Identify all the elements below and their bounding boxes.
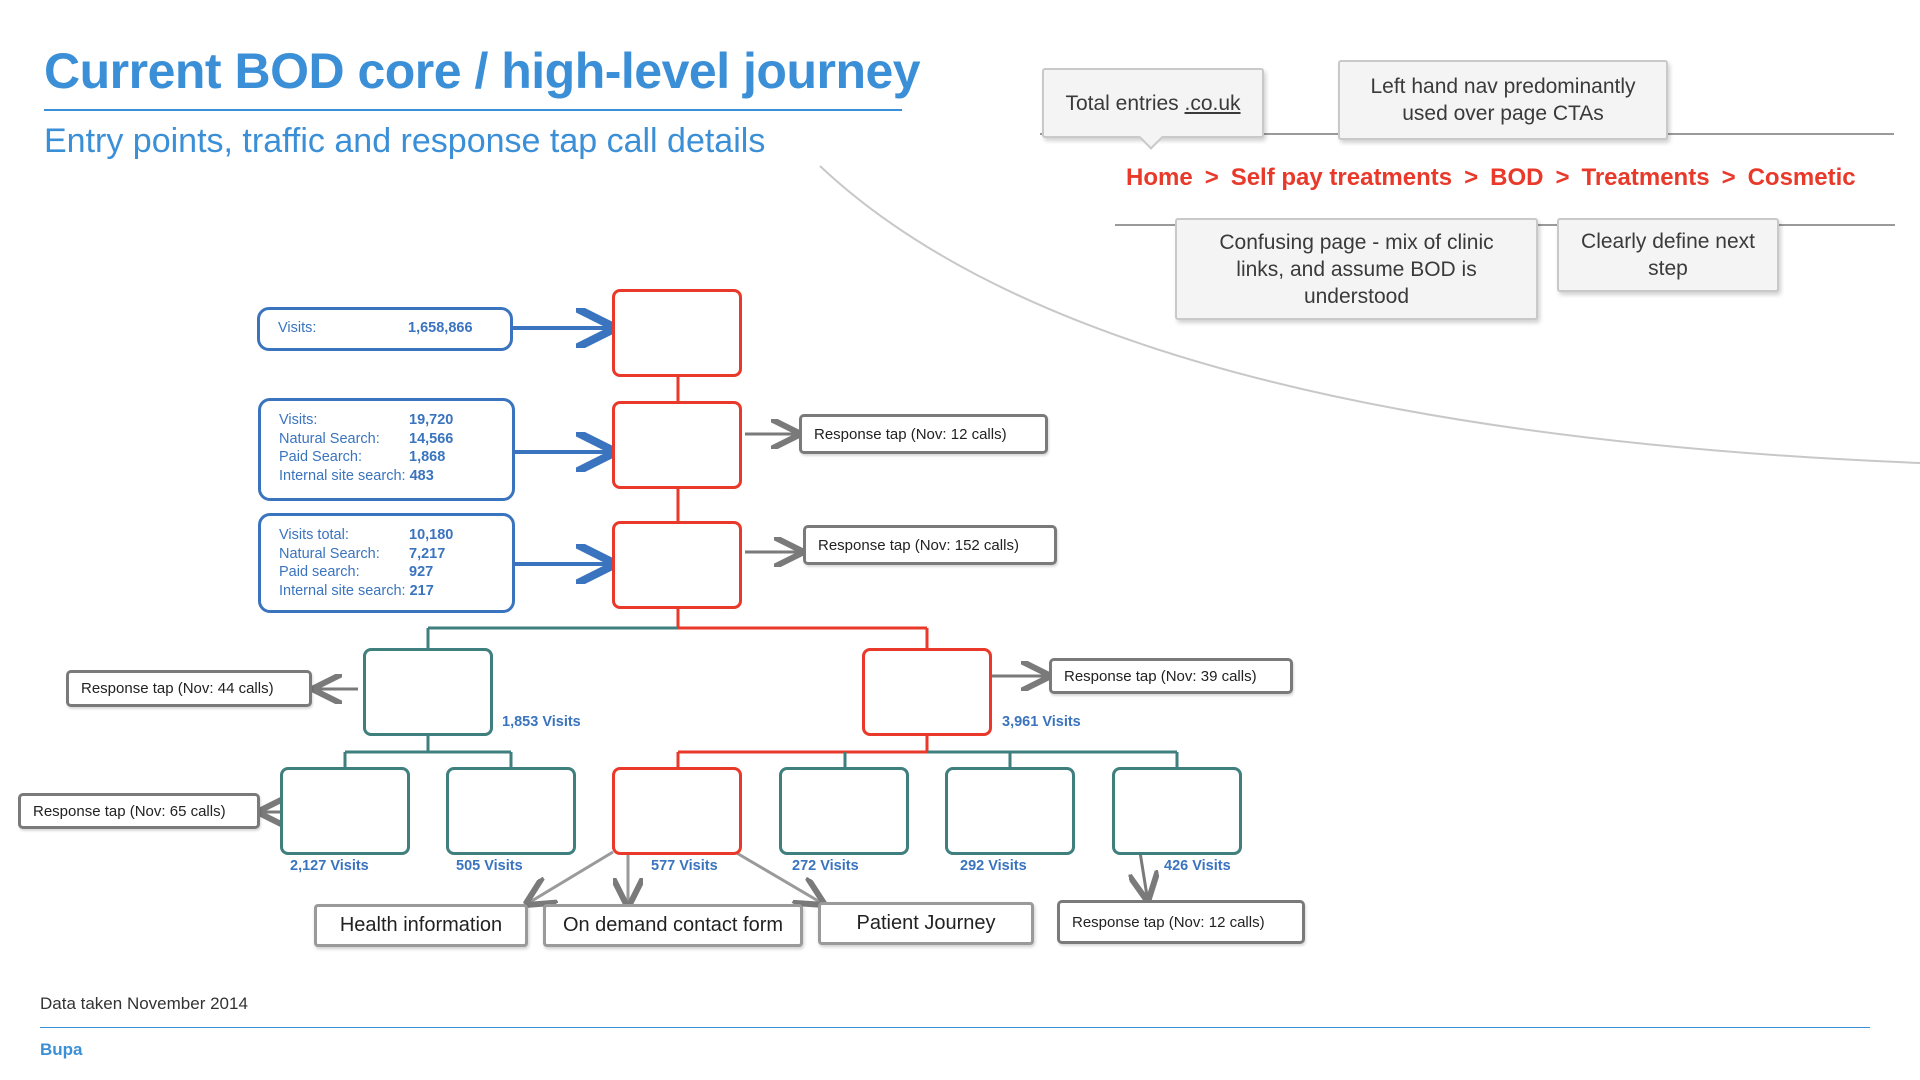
visits-leaf-6: 426 Visits (1164, 858, 1231, 874)
footer-rule (40, 1027, 1870, 1028)
breadcrumb-separator: > (1464, 164, 1479, 191)
breadcrumb: Home > Self pay treatments > BOD > Treatments >… (1126, 164, 1886, 192)
visits-leaf-5: 292 Visits (960, 858, 1027, 874)
visits-left-branch: 1,853 Visits (502, 714, 581, 730)
visits-leaf-2: 505 Visits (456, 858, 523, 874)
breadcrumb-item-self-pay[interactable]: Self pay treatments (1230, 164, 1453, 191)
entry-point-bod: Visits total:10,180 Natural Search:7,217… (258, 513, 515, 613)
breadcrumb-separator: > (1204, 164, 1219, 191)
visits-leaf-1: 2,127 Visits (290, 858, 369, 874)
response-tap-self-pay: Response tap (Nov: 12 calls) (799, 414, 1048, 454)
title-underline (44, 109, 902, 111)
entry-point-home: Visits:1,658,866 (257, 307, 513, 351)
entry-point-self-pay: Visits:19,720 Natural Search:14,566 Paid… (258, 398, 515, 501)
destination-health-information: Health information (314, 904, 528, 947)
decorative-arc (819, 165, 1920, 464)
node-treatments (862, 648, 992, 736)
breadcrumb-item-home[interactable]: Home (1126, 164, 1193, 191)
node-leaf-5 (945, 767, 1075, 855)
node-leaf-1 (280, 767, 410, 855)
page-subtitle: Entry points, traffic and response tap c… (44, 122, 766, 160)
domain-link: .co.uk (1184, 91, 1241, 115)
callout-total-entries: Total entries .co.uk (1042, 68, 1264, 150)
node-leaf-6 (1112, 767, 1242, 855)
node-left-branch (363, 648, 493, 736)
page-title: Current BOD core / high-level journey (44, 43, 921, 99)
footnote: Data taken November 2014 (40, 994, 248, 1013)
breadcrumb-separator: > (1555, 164, 1570, 191)
response-tap-right-branch: Response tap (Nov: 39 calls) (1049, 658, 1293, 694)
visits-leaf-3: 577 Visits (651, 858, 718, 874)
callout-next-step: Clearly define next step (1557, 218, 1779, 292)
node-cosmetic (612, 767, 742, 855)
destination-patient-journey: Patient Journey (818, 902, 1034, 945)
breadcrumb-item-treatments[interactable]: Treatments (1581, 164, 1710, 191)
response-tap-bod: Response tap (Nov: 152 calls) (803, 525, 1057, 565)
visits-right-branch: 3,961 Visits (1002, 714, 1081, 730)
visits-leaf-4: 272 Visits (792, 858, 859, 874)
destination-contact-form: On demand contact form (543, 904, 803, 947)
node-self-pay (612, 401, 742, 489)
response-tap-leaf-6: Response tap (Nov: 12 calls) (1057, 900, 1305, 944)
breadcrumb-item-cosmetic[interactable]: Cosmetic (1747, 164, 1856, 191)
callout-confusing-page: Confusing page - mix of clinic links, an… (1175, 218, 1538, 320)
response-tap-left-branch: Response tap (Nov: 44 calls) (66, 670, 312, 707)
node-leaf-2 (446, 767, 576, 855)
node-bod (612, 521, 742, 609)
response-tap-leaf-1: Response tap (Nov: 65 calls) (18, 793, 260, 829)
node-leaf-4 (779, 767, 909, 855)
node-home (612, 289, 742, 377)
brand-name: Bupa (40, 1040, 83, 1059)
breadcrumb-separator: > (1721, 164, 1736, 191)
callout-left-nav: Left hand nav predominantly used over pa… (1338, 60, 1668, 140)
breadcrumb-item-bod[interactable]: BOD (1490, 164, 1544, 191)
